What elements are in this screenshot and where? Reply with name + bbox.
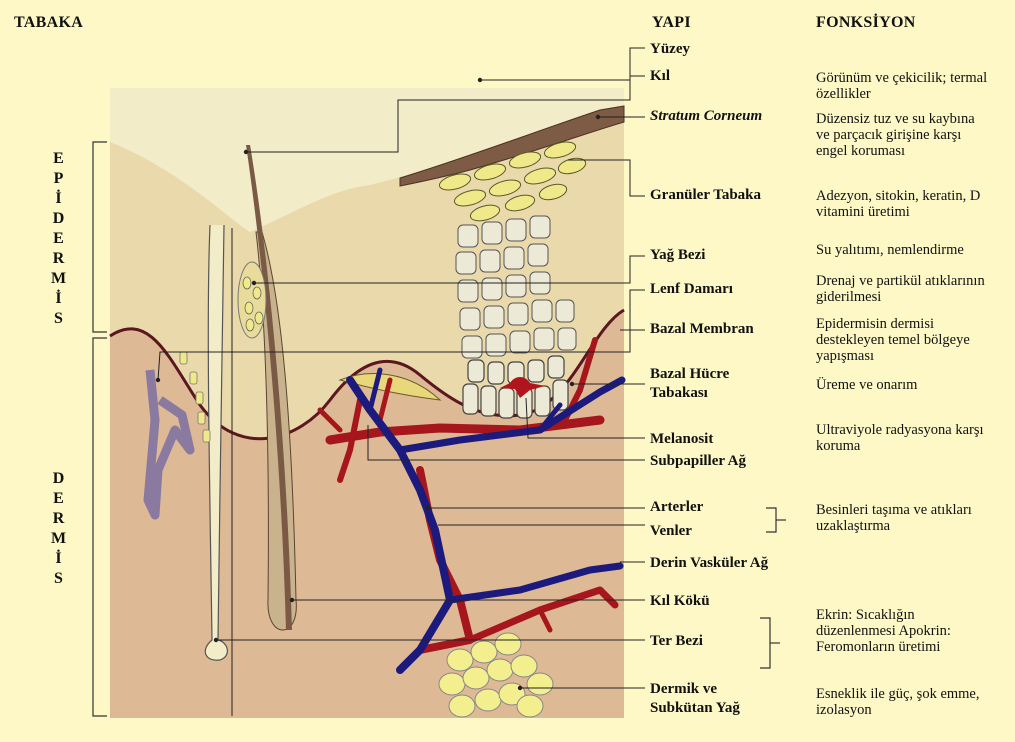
structure-derin-vaskuler: Derin Vasküler Ağ [650,554,768,573]
structure-arterler: Arterler [650,498,703,517]
structure-yuzey: Yüzey [650,40,690,59]
sebaceous-gland [238,262,266,338]
function-yag-bezi: Su yalıtımı, nemlendirme [816,242,1015,258]
structure-melanosit: Melanosit [650,430,713,449]
structure-bazal-membran: Bazal Membran [650,320,754,339]
function-kil: Görünüm ve çekicilik; termal özellikler [816,70,991,102]
structure-kil-koku: Kıl Kökü [650,592,710,611]
structure-bazal-hucre: Bazal Hücre Tabakası [650,365,760,403]
function-dermik: Esneklik ile güç, şok emme, izolasyon [816,686,996,718]
structure-venler: Venler [650,522,692,541]
structure-lenf-damari: Lenf Damarı [650,280,733,299]
structure-stratum-corneum: Stratum Corneum [650,107,762,126]
function-damarlar: Besinleri taşıma ve atıkları uzaklaştırm… [816,502,986,534]
structure-kil: Kıl [650,67,670,86]
structure-ter-bezi: Ter Bezi [650,632,703,651]
structure-granuler-tabaka: Granüler Tabaka [650,186,761,205]
structure-dermik-yag: Dermik ve Subkütan Yağ [650,680,750,718]
function-brackets [760,508,786,668]
function-melanosit: Ultraviyole radyasyona karşı koruma [816,422,1001,454]
function-ter-bezi: Ekrin: Sıcaklığın düzenlenmesi Apokrin: … [816,607,996,655]
function-lenf: Drenaj ve partikül atıklarının giderilme… [816,273,1001,305]
function-stratum-corneum: Düzensiz tuz ve su kaybına ve parçacık g… [816,111,981,159]
function-granuler: Adezyon, sitokin, keratin, D vitamini ür… [816,188,1015,220]
structure-yag-bezi: Yağ Bezi [650,246,705,265]
function-bazal-membran: Epidermisin dermisi destekleyen temel bö… [816,316,991,364]
structure-subpapiller: Subpapiller Ağ [650,452,746,471]
function-bazal-hucre: Üreme ve onarım [816,377,996,393]
layer-brackets [93,142,107,716]
